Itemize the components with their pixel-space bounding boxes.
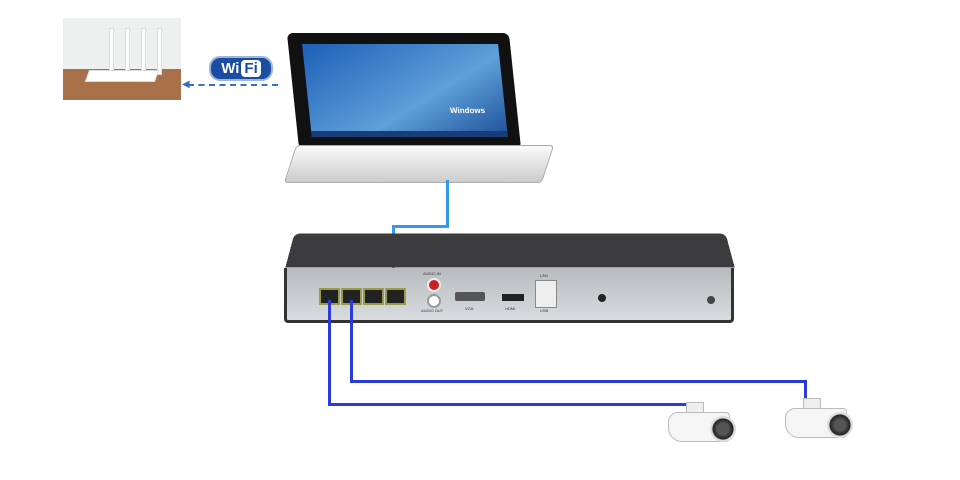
wifi-router: [63, 18, 181, 100]
poe-cable-2: [804, 380, 807, 402]
wifi-link-arrow: [188, 84, 278, 86]
ground-screw: [707, 296, 715, 304]
camera-lens-icon: [710, 416, 736, 442]
windows-logo: Windows: [449, 106, 486, 115]
desktop: Windows: [302, 44, 508, 137]
taskbar: [311, 131, 508, 137]
lan-cable: [446, 180, 449, 227]
router-antenna: [141, 28, 146, 75]
ip-camera-2: [785, 398, 853, 444]
audio-out-jack: [427, 294, 441, 308]
label-hdmi: HDMI: [505, 306, 516, 311]
audio-in-jack: [427, 278, 441, 292]
hdmi-port: [502, 294, 524, 301]
label-lan: LAN: [540, 273, 548, 278]
wifi-text: Wi: [221, 60, 240, 77]
vga-port: [455, 292, 485, 301]
fi-text: Fi: [241, 60, 261, 77]
router-antenna: [125, 28, 130, 75]
nvr-front-panel: AUDIO IN AUDIO OUT VGA HDMI LAN USB: [284, 268, 734, 323]
router-antenna: [109, 28, 114, 75]
arrow-head-icon: ◀: [182, 79, 190, 90]
poe-cable-1: [328, 403, 688, 406]
poe-port: [385, 288, 406, 305]
label-vga: VGA: [465, 306, 474, 311]
laptop-screen: Windows: [286, 33, 522, 149]
label-usb: USB: [540, 308, 549, 313]
lan-usb-port: [535, 280, 557, 308]
poe-cable-2: [350, 300, 353, 382]
laptop-base: [283, 145, 555, 183]
camera-lens-icon: [827, 412, 853, 438]
poe-port: [363, 288, 384, 305]
label-audio-in: AUDIO IN: [423, 271, 441, 276]
nvr-top: [285, 233, 735, 268]
lan-cable: [392, 225, 449, 228]
power-jack: [598, 294, 606, 302]
label-audio-out: AUDIO OUT: [421, 308, 444, 313]
poe-cable-1: [328, 300, 331, 405]
poe-cable-2: [350, 380, 807, 383]
router-base: [84, 70, 160, 82]
router-antenna: [157, 28, 162, 75]
ip-camera-1: [668, 402, 736, 448]
